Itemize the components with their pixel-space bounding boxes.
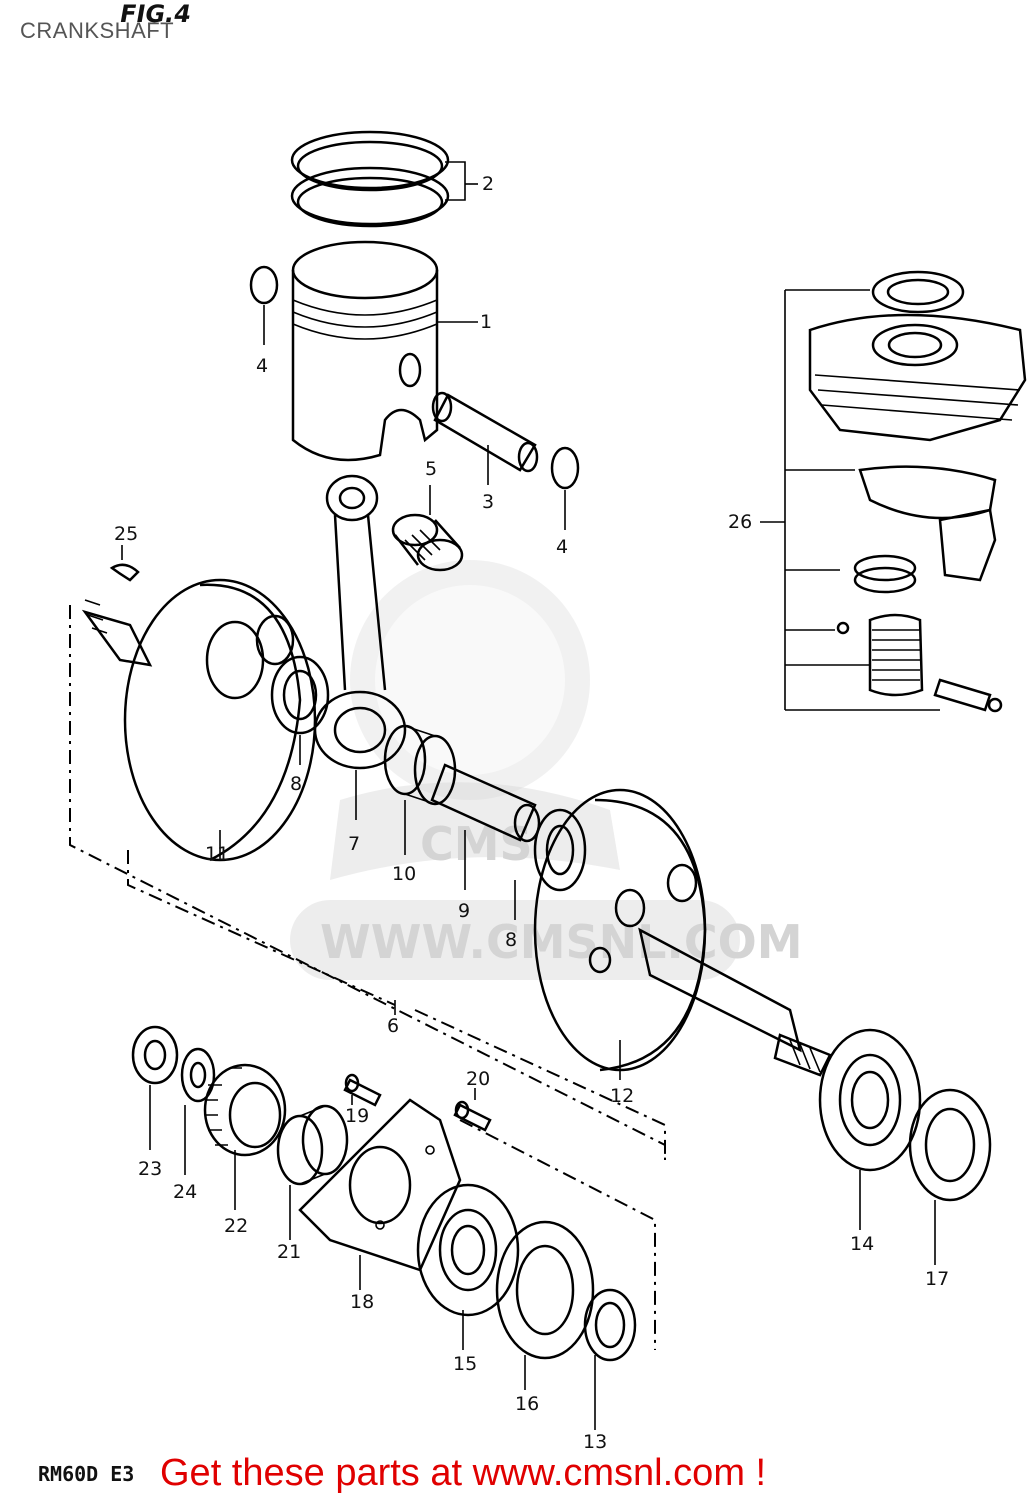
callout-part-24: 24 [173,1181,197,1203]
washer-icon [180,1047,216,1175]
crank-half-icon [81,578,317,862]
callout-part-10: 10 [392,863,416,885]
piston-icon [291,240,478,462]
callout-part-15: 15 [453,1353,477,1375]
screw-icon [343,1073,382,1107]
oil-seal-icon [583,1288,637,1430]
crankshaft-assembly-icon [69,605,666,1350]
callout-part-20: 20 [466,1068,490,1090]
piston-pin-icon [431,391,539,485]
nut-icon [131,1025,179,1150]
connecting-rod-icon [313,474,407,820]
parts-cta-link[interactable]: Get these parts at www.cmsnl.com ! [160,1452,767,1494]
callout-part-14: 14 [850,1233,874,1255]
washer-icon [270,655,330,765]
callout-part-17: 17 [925,1268,949,1290]
callout-part-26: 26 [728,511,752,533]
key-icon [109,545,140,582]
crank-pin-icon [430,763,541,890]
watermark-url: WWW.CMSNL.COM [320,915,803,969]
callout-part-3: 3 [482,491,494,513]
screw-icon [453,1088,492,1132]
callout-part-4: 4 [256,355,268,377]
callout-part-25: 25 [114,523,138,545]
callout-part-9: 9 [458,900,470,922]
watermark-logo-text: CMS [420,817,533,871]
retainer-plate-icon [298,1098,462,1290]
callout-part-18: 18 [350,1291,374,1313]
ball-bearing-icon [416,1183,520,1350]
callout-part-8: 8 [290,773,302,795]
needle-bearing-icon [383,724,457,855]
model-code: RM60D E3 [38,1462,135,1486]
callout-part-19: 19 [345,1105,369,1127]
spacer-icon [276,1104,349,1240]
callout-part-12: 12 [610,1085,634,1107]
callout-part-22: 22 [224,1215,248,1237]
callout-part-11: 11 [205,843,229,865]
circlip-icon [550,446,580,530]
callout-part-4-right: 4 [556,536,568,558]
callout-part-13: 13 [583,1431,607,1453]
callout-part-8-right: 8 [505,929,517,951]
callout-part-21: 21 [277,1241,301,1263]
callout-part-23: 23 [138,1158,162,1180]
page-title: CRANKSHAFT [20,18,175,43]
ball-bearing-icon [818,1028,922,1230]
watermark-logo: WWW.CMSNL.COM CMS [290,560,803,980]
washer-icon [514,808,587,920]
crank-half-icon [533,788,832,1080]
circlip-icon [249,265,279,345]
gear-icon [203,1063,287,1210]
needle-bearing-icon [391,485,464,572]
callout-part-2: 2 [482,173,494,195]
piston-ring-icon [290,130,478,228]
oil-seal-icon [495,1220,595,1390]
callout-part-5: 5 [425,458,437,480]
callout-part-7: 7 [348,833,360,855]
oil-seal-icon [908,1088,992,1265]
part-callouts: 2 1 4 3 4 5 25 26 8 11 7 10 9 8 6 12 20 … [114,173,949,1453]
cylinder-kit-icon [760,270,1027,713]
callout-part-1: 1 [480,311,492,333]
callout-part-6: 6 [387,1015,399,1037]
callout-part-16: 16 [515,1393,539,1415]
